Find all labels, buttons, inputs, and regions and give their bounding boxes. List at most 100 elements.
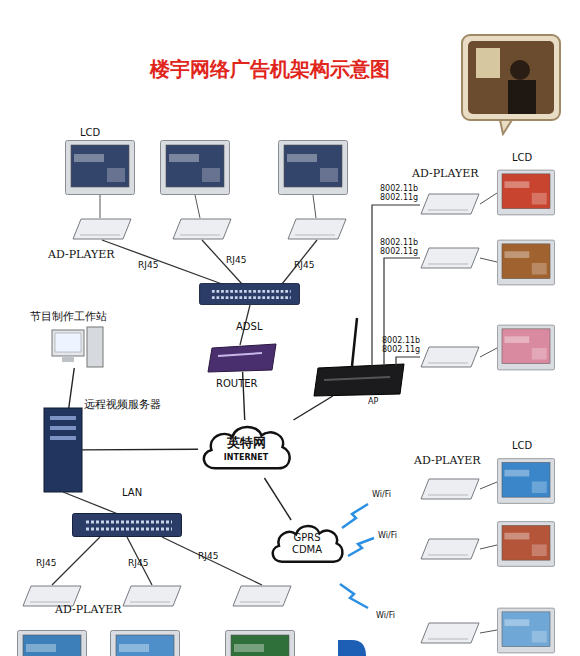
cloud-shape bbox=[273, 526, 343, 562]
lan-wire bbox=[63, 492, 118, 514]
server-detail bbox=[50, 436, 76, 440]
wire bbox=[313, 195, 316, 218]
device-label: RJ45 bbox=[128, 559, 148, 569]
ad-player-device bbox=[73, 219, 131, 239]
ad-player-device bbox=[421, 194, 479, 214]
monitor-screen bbox=[55, 333, 81, 352]
wire bbox=[480, 348, 497, 357]
rj45-wire bbox=[127, 537, 152, 585]
device-label: LCD bbox=[80, 127, 100, 138]
lcd-screen-device bbox=[279, 141, 348, 195]
wifi-wave bbox=[342, 504, 368, 528]
device-label: AD-PLAYER bbox=[412, 168, 478, 180]
ap-detail bbox=[324, 377, 390, 380]
ap-node: AP bbox=[314, 364, 404, 396]
node-text: ROUTER bbox=[216, 378, 258, 390]
lcd-screen-device bbox=[18, 631, 87, 656]
network-switch bbox=[73, 514, 182, 537]
wire bbox=[480, 258, 497, 262]
rj45-wire bbox=[52, 537, 100, 585]
node-text: INTERNET bbox=[198, 453, 294, 462]
network-link bbox=[293, 396, 332, 420]
ap-antenna bbox=[352, 318, 357, 366]
ad-player-device bbox=[173, 219, 231, 239]
node-text: 英特网 bbox=[198, 436, 294, 451]
lcd-screen-device bbox=[66, 141, 135, 195]
wire bbox=[480, 482, 497, 489]
device-label: Wi/Fi bbox=[378, 532, 397, 541]
ad-player-device bbox=[421, 479, 479, 499]
lcd-screen-device bbox=[497, 325, 554, 370]
device-label: ADSL bbox=[236, 321, 262, 332]
wire bbox=[195, 195, 200, 218]
lcd-screen-device bbox=[497, 459, 554, 504]
rj45-wire bbox=[162, 537, 262, 585]
node-text: 远程视频服务器 bbox=[84, 399, 161, 412]
ad-player-device bbox=[288, 219, 346, 239]
rj45-wire bbox=[102, 240, 222, 284]
pc-tower bbox=[87, 327, 103, 367]
diagram-title: 楼宇网络广告机架构示意图 bbox=[100, 56, 440, 83]
rj45-wire bbox=[282, 240, 317, 284]
server-detail bbox=[50, 426, 76, 430]
photo-inset bbox=[462, 35, 560, 120]
ad-player-device bbox=[23, 586, 81, 606]
network-link bbox=[82, 449, 198, 451]
device-label: 8002.11b 8002.11g bbox=[382, 337, 424, 355]
wire bbox=[480, 545, 497, 549]
lcd-screen-device bbox=[497, 522, 554, 567]
router-device bbox=[208, 344, 276, 372]
monitor-stand bbox=[62, 356, 74, 362]
photo-content bbox=[510, 60, 530, 80]
device-label: RJ45 bbox=[226, 256, 246, 266]
wlan-wire bbox=[396, 357, 420, 366]
wire bbox=[100, 195, 101, 218]
internet-cloud: 英特网 INTERNET bbox=[198, 420, 294, 478]
photo-tail bbox=[500, 120, 512, 134]
workstation-node: 节目制作工作站 bbox=[48, 328, 106, 368]
ap-device bbox=[314, 364, 404, 396]
network-switch bbox=[200, 283, 300, 304]
network-link bbox=[264, 478, 291, 520]
ad-player-device bbox=[421, 539, 479, 559]
wire bbox=[480, 193, 497, 204]
device-label: RJ45 bbox=[294, 261, 314, 271]
ad-player-device bbox=[421, 623, 479, 643]
wire bbox=[480, 630, 497, 633]
server-node: 远程视频服务器 bbox=[44, 408, 82, 492]
server-detail bbox=[50, 416, 76, 420]
router-node: ROUTER bbox=[208, 344, 276, 372]
lcd-screen-device bbox=[111, 631, 180, 656]
photo-content bbox=[468, 41, 554, 114]
network-link bbox=[69, 368, 74, 408]
ad-player-device bbox=[123, 586, 181, 606]
server-tower bbox=[44, 408, 82, 492]
device-label: 8002.11b 8002.11g bbox=[380, 185, 422, 203]
ad-player-device bbox=[421, 248, 479, 268]
node-text: GPRS CDMA bbox=[284, 532, 330, 555]
device-label: LAN bbox=[122, 487, 142, 498]
device-label: AD-PLAYER bbox=[414, 455, 480, 467]
device-label: LCD bbox=[512, 440, 532, 451]
lcd-screen-device bbox=[226, 631, 295, 656]
monitor bbox=[52, 330, 84, 356]
lcd-screen-device bbox=[497, 240, 554, 285]
device-label: AD-PLAYER bbox=[55, 604, 121, 616]
lcd-screen-device bbox=[497, 608, 554, 653]
device-label: RJ45 bbox=[198, 552, 218, 562]
router-detail bbox=[218, 353, 262, 356]
logo-mark bbox=[338, 640, 366, 656]
photo-content bbox=[476, 48, 500, 78]
photo-content bbox=[508, 80, 536, 114]
ad-player-device bbox=[233, 586, 291, 606]
wifi-wave bbox=[348, 538, 374, 556]
device-label: RJ45 bbox=[138, 261, 158, 271]
ad-player-device bbox=[421, 347, 479, 367]
node-text: 节目制作工作站 bbox=[30, 311, 107, 324]
device-label: Wi/Fi bbox=[376, 612, 395, 621]
gprs-cloud: GPRS CDMA bbox=[268, 520, 346, 570]
device-label: RJ45 bbox=[36, 559, 56, 569]
device-label: AD-PLAYER bbox=[48, 249, 114, 261]
node-text: AP bbox=[368, 397, 378, 406]
